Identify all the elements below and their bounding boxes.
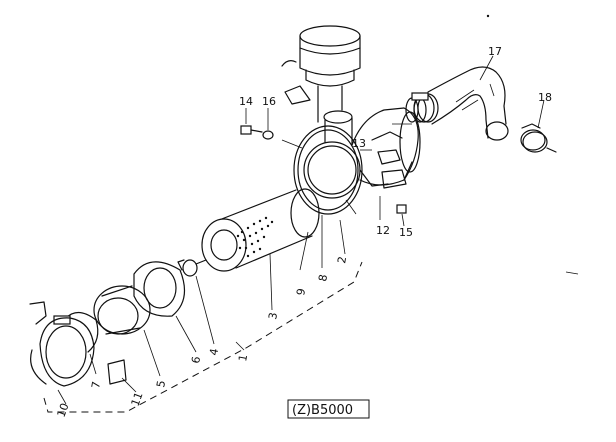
filter-perforations bbox=[236, 216, 274, 258]
part-label-8: 8 bbox=[316, 273, 330, 282]
gasket-ring-9 bbox=[293, 125, 363, 215]
part-label-6: 6 bbox=[189, 355, 203, 364]
filter-element bbox=[201, 188, 320, 272]
wing-nut-4 bbox=[177, 259, 207, 277]
part-label-5: 5 bbox=[154, 379, 168, 388]
part-label-1: 1 bbox=[236, 353, 250, 362]
intake-cap bbox=[281, 25, 361, 123]
part-number-labels: 17 18 14 16 13 12 15 2 8 9 3 4 6 1 5 11 … bbox=[55, 45, 552, 419]
part-label-12: 12 bbox=[376, 224, 390, 237]
assembly-bracket bbox=[43, 261, 363, 413]
hose-clamp-upper bbox=[411, 92, 439, 123]
cleaner-body bbox=[303, 107, 421, 199]
hose-clamp-lower bbox=[520, 123, 557, 153]
part-label-4: 4 bbox=[207, 347, 221, 356]
dust-cup-10 bbox=[29, 301, 95, 387]
bolt-14 bbox=[240, 125, 263, 135]
part-label-18: 18 bbox=[538, 91, 552, 104]
washer-16 bbox=[262, 130, 274, 140]
part-label-16: 16 bbox=[262, 95, 276, 108]
part-label-17: 17 bbox=[488, 45, 502, 58]
leader-lines bbox=[57, 55, 545, 405]
part-label-2: 2 bbox=[335, 255, 349, 264]
nut-15 bbox=[396, 204, 407, 214]
intake-hose bbox=[427, 66, 509, 141]
stray-dot bbox=[486, 14, 490, 18]
cup-ring-5 bbox=[93, 285, 151, 335]
part-label-9: 9 bbox=[294, 287, 308, 296]
part-label-13: 13 bbox=[352, 137, 366, 150]
diagram-caption: (Z)B5000 bbox=[287, 399, 370, 419]
part-label-7: 7 bbox=[89, 380, 103, 389]
stray-mark bbox=[565, 271, 579, 275]
tag-11 bbox=[107, 359, 127, 385]
part-label-15: 15 bbox=[399, 226, 413, 239]
outlet-flange bbox=[405, 97, 427, 123]
part-label-10: 10 bbox=[55, 401, 72, 419]
part-label-11: 11 bbox=[129, 390, 146, 408]
gasket-6 bbox=[133, 261, 186, 317]
part-label-14: 14 bbox=[239, 95, 253, 108]
caption-text: (Z)B5000 bbox=[292, 403, 353, 418]
part-label-3: 3 bbox=[266, 311, 280, 320]
